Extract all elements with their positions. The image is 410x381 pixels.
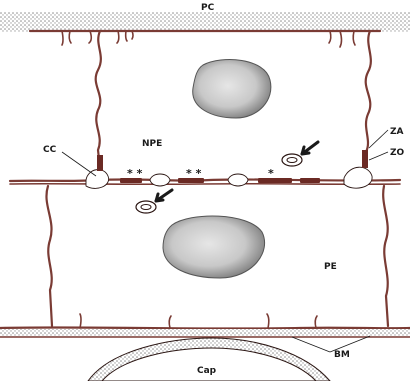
label-cap: Cap — [197, 366, 217, 376]
label-za: ZA — [390, 127, 404, 137]
stroma-band — [0, 329, 410, 337]
posterior-chamber-band — [0, 12, 410, 32]
basal-infoldings — [80, 314, 317, 328]
npe-pe-interface — [10, 179, 400, 181]
apical-infoldings — [62, 31, 355, 47]
arrow-icon-lower — [156, 190, 172, 201]
label-npe: NPE — [142, 139, 162, 149]
pe-nucleus — [163, 216, 265, 278]
pe-basal-membrane — [0, 327, 410, 328]
zonula-occludens-right — [362, 150, 368, 168]
label-cc: CC — [43, 145, 57, 155]
npe-nucleus — [193, 60, 271, 118]
vesicle-icon-lower — [136, 201, 156, 213]
label-pe: PE — [324, 262, 337, 272]
npe-pe-interface-lower — [10, 184, 400, 185]
stars-mid: * * — [186, 167, 202, 180]
npe-apical-membrane — [30, 31, 380, 32]
stars-left: * * — [127, 167, 143, 180]
pe-left-lateral-membrane — [46, 186, 52, 326]
npe-left-lateral-membrane — [96, 31, 101, 168]
label-pc: PC — [201, 3, 215, 13]
label-zo: ZO — [390, 148, 405, 158]
star-right: * — [268, 167, 274, 180]
zonula-occludens-left — [97, 155, 103, 171]
stroma-lower-edge — [0, 337, 410, 338]
label-bm: BM — [334, 350, 350, 360]
pe-right-lateral-membrane — [383, 186, 388, 326]
vesicle-icon-upper — [282, 154, 302, 166]
arrow-icon-upper — [302, 142, 318, 154]
